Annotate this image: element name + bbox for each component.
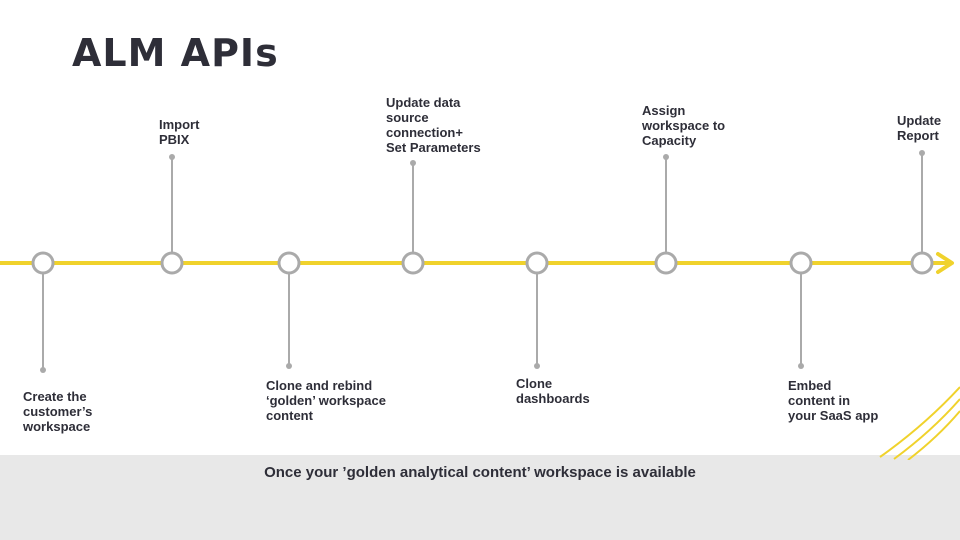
step-label-assign-capacity: Assign workspace to Capacity xyxy=(642,103,726,148)
connector-create-workspace xyxy=(40,274,46,373)
milestone-node xyxy=(525,251,549,275)
connector-import-pbix xyxy=(169,154,175,252)
connector-update-report xyxy=(919,150,925,252)
step-label-clone-rebind: Clone and rebind ‘golden’ workspace cont… xyxy=(266,378,386,423)
step-label-update-report: Update Report xyxy=(897,113,942,143)
footer-band: Once your ’golden analytical content’ wo… xyxy=(0,455,960,540)
milestone-node xyxy=(910,251,934,275)
accent-lines-decoration xyxy=(879,386,960,460)
milestone-node xyxy=(401,251,425,275)
footer-caption: Once your ’golden analytical content’ wo… xyxy=(264,464,696,481)
milestone-node xyxy=(277,251,301,275)
step-label-update-datasource: Update data source connection+ Set Param… xyxy=(386,95,481,155)
milestone-node xyxy=(31,251,55,275)
slide-title: ALM APIs xyxy=(72,31,279,75)
connector-assign-capacity xyxy=(663,154,669,252)
step-label-create-workspace: Create the customer’s workspace xyxy=(23,389,93,434)
step-label-import-pbix: Import PBIX xyxy=(159,117,200,147)
milestone-node xyxy=(654,251,678,275)
connector-clone-dashboards xyxy=(534,274,540,369)
step-label-clone-dashboards: Clone dashboards xyxy=(516,376,590,406)
timeline-arrowhead xyxy=(936,252,954,274)
connector-clone-rebind xyxy=(286,274,292,369)
connector-embed-content xyxy=(798,274,804,369)
connector-update-datasource xyxy=(410,160,416,252)
step-label-embed-content: Embed content in your SaaS app xyxy=(788,378,879,423)
milestone-node xyxy=(160,251,184,275)
milestone-node xyxy=(789,251,813,275)
